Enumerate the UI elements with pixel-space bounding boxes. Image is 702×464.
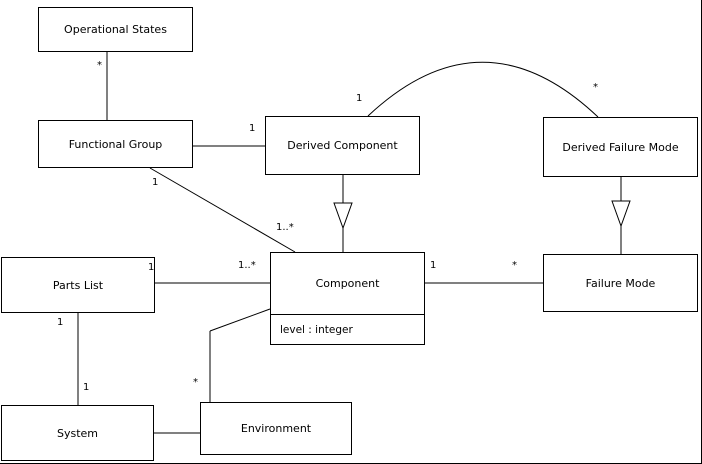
- multiplicity-partslist-system-one-bottom: 1: [83, 382, 90, 393]
- multiplicity-component-onestar-left: 1..*: [238, 260, 256, 271]
- class-name-operational-states: Operational States: [64, 23, 167, 36]
- class-environment[interactable]: Environment: [200, 402, 352, 455]
- generalization-triangle-component: [333, 202, 353, 230]
- edge-derivedcomponent-derivedfailuremode-arc: [367, 61, 599, 118]
- class-name-failure-mode: Failure Mode: [585, 276, 656, 290]
- class-component[interactable]: Component level : integer: [270, 252, 425, 345]
- multiplicity-component-one-right: 1: [430, 260, 437, 271]
- class-name-derived-failure-mode: Derived Failure Mode: [562, 140, 679, 154]
- class-failure-mode[interactable]: Failure Mode: [543, 254, 698, 312]
- generalization-triangle-failuremode: [611, 200, 631, 228]
- class-functional-group[interactable]: Functional Group: [38, 120, 193, 168]
- class-name-functional-group: Functional Group: [68, 137, 163, 151]
- class-operational-states[interactable]: Operational States: [38, 7, 193, 52]
- class-attribute-component-level: level : integer: [271, 314, 424, 344]
- class-name-component: Component: [315, 277, 380, 290]
- multiplicity-functionalgroup-one: 1: [152, 177, 159, 188]
- edge-environment-component-diagonal: [209, 308, 271, 332]
- class-system[interactable]: System: [1, 405, 154, 461]
- multiplicity-arc-derivedcomponent-one: 1: [356, 93, 363, 104]
- multiplicity-partslist-system-one-top: 1: [57, 317, 64, 328]
- class-derived-failure-mode[interactable]: Derived Failure Mode: [543, 117, 698, 177]
- edge-functionalgroup-component: [149, 167, 296, 253]
- multiplicity-component-onestar-top: 1..*: [276, 222, 294, 233]
- class-derived-component[interactable]: Derived Component: [265, 116, 420, 175]
- class-name-system: System: [56, 426, 99, 440]
- class-name-derived-component: Derived Component: [287, 139, 398, 152]
- multiplicity-partslist-one: 1: [148, 262, 155, 273]
- class-name-parts-list: Parts List: [52, 278, 104, 292]
- multiplicity-operationalstates-star: *: [97, 60, 102, 71]
- multiplicity-arc-derivedfailuremode-star: *: [593, 82, 598, 93]
- multiplicity-environment-star: *: [193, 377, 198, 388]
- class-name-environment: Environment: [240, 422, 312, 435]
- class-parts-list[interactable]: Parts List: [1, 257, 155, 313]
- multiplicity-derivedcomponent-one: 1: [249, 123, 256, 134]
- multiplicity-failuremode-star: *: [512, 260, 517, 271]
